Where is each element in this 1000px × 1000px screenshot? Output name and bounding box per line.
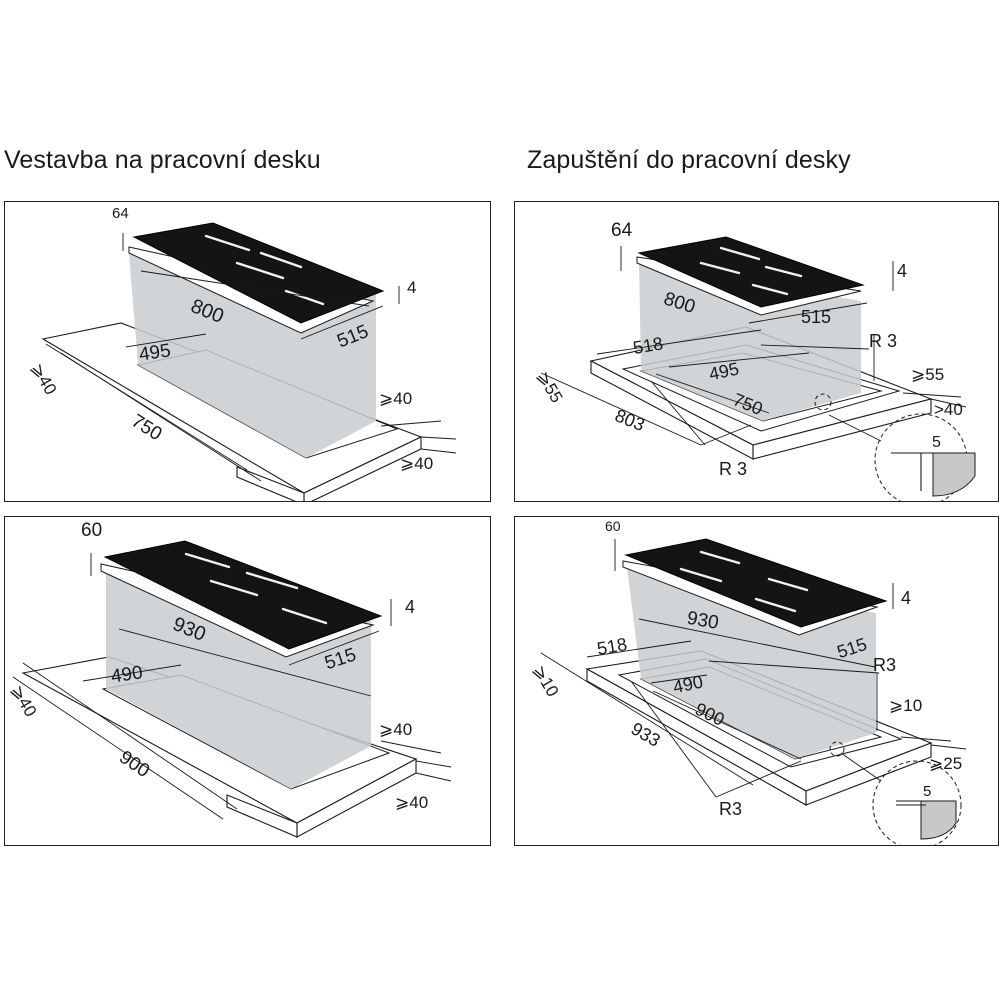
label-front-margin: ⩾55	[533, 368, 566, 406]
detail-marker	[814, 393, 832, 411]
diagram-flush-mount-800: 64 800 515 4 518 803 495 750 R 3 R 3 ⩾55…	[533, 220, 976, 501]
panel-flush-mount-800: 64 800 515 4 518 803 495 750 R 3 R 3 ⩾55…	[514, 201, 999, 502]
diagram-surface-mount-800: 64 800 515 4 495 750 ⩾40 ⩾40 ⩾40	[27, 205, 457, 501]
label-hob-depth: 515	[801, 307, 831, 327]
label-hob-height: 64	[112, 205, 129, 222]
label-front-margin: ⩾40	[7, 682, 40, 720]
panel-flush-mount-930: 60 930 515 4 518 933 490 900 R3 R3 ⩾10 ⩾…	[514, 516, 999, 846]
worktop-side-face	[590, 360, 754, 460]
label-recess-length: 803	[612, 405, 647, 435]
label-glass-thickness: 4	[405, 597, 415, 617]
cooking-zones	[204, 234, 325, 306]
label-radius-bottom: R3	[719, 799, 742, 819]
label-hob-height: 60	[81, 520, 102, 541]
label-cutout-depth: 490	[110, 662, 144, 687]
detail-magnifier	[872, 760, 962, 845]
label-rear-margin: ⩾25	[929, 754, 962, 773]
worktop-side-face	[586, 668, 807, 806]
cooking-zones	[699, 246, 803, 296]
hob-glass	[103, 540, 383, 650]
label-side-margin: ⩾40	[379, 720, 412, 739]
label-radius-top: R3	[873, 655, 896, 675]
detail-marker	[829, 741, 845, 757]
label-glass-thickness: 4	[897, 261, 907, 281]
label-cutout-depth: 495	[138, 340, 172, 365]
detail-worktop-section	[932, 452, 976, 497]
dimension-lines	[12, 553, 452, 820]
hob-glass	[624, 538, 888, 628]
label-side-margin: ⩾55	[911, 365, 944, 384]
hob-glass	[132, 222, 385, 324]
label-side-margin: ⩾40	[379, 389, 412, 408]
dimension-lines	[45, 233, 457, 482]
worktop-side-face	[236, 466, 305, 501]
dimension-lines	[540, 539, 967, 798]
panel-surface-mount-800: 64 800 515 4 495 750 ⩾40 ⩾40 ⩾40	[4, 201, 491, 502]
detail-hob-edge	[896, 800, 926, 806]
label-front-margin: ⩾10	[529, 662, 562, 700]
label-recess-depth: 518	[595, 634, 628, 659]
heading-flush-mount: Zapuštění do pracovní desky	[527, 146, 851, 174]
label-hob-height: 60	[605, 518, 621, 534]
label-recess-length: 933	[628, 718, 664, 750]
label-front-margin: ⩾40	[27, 360, 60, 398]
cooking-zones	[679, 550, 809, 613]
label-cutout-length: 900	[115, 747, 153, 782]
label-rear-margin: >40	[934, 400, 963, 419]
cooking-zones	[184, 552, 328, 625]
label-rear-margin: ⩾40	[400, 454, 433, 473]
panel-surface-mount-930: 60 930 515 4 490 900 ⩾40 ⩾40 ⩾40	[4, 516, 491, 846]
label-glass-thickness: 4	[407, 278, 416, 297]
heading-surface-mount: Vestavba na pracovní desku	[4, 146, 321, 174]
detail-worktop-section	[920, 800, 957, 840]
label-glass-thickness: 4	[901, 588, 911, 608]
label-radius-top: R 3	[869, 331, 897, 351]
label-radius-bottom: R 3	[719, 459, 747, 479]
worktop-side-face	[226, 794, 298, 838]
diagram-surface-mount-930: 60 930 515 4 490 900 ⩾40 ⩾40 ⩾40	[7, 520, 452, 838]
label-recess-step: 5	[923, 783, 931, 800]
label-recess-step: 5	[932, 434, 941, 451]
hob-glass	[637, 236, 865, 308]
label-rear-margin: ⩾40	[395, 793, 428, 812]
label-side-margin: ⩾10	[889, 696, 922, 715]
detail-hob-edge	[891, 452, 933, 491]
label-hob-height: 64	[611, 220, 633, 241]
diagram-flush-mount-930: 60 930 515 4 518 933 490 900 R3 R3 ⩾10 ⩾…	[529, 518, 967, 845]
dimension-lines	[540, 246, 967, 446]
